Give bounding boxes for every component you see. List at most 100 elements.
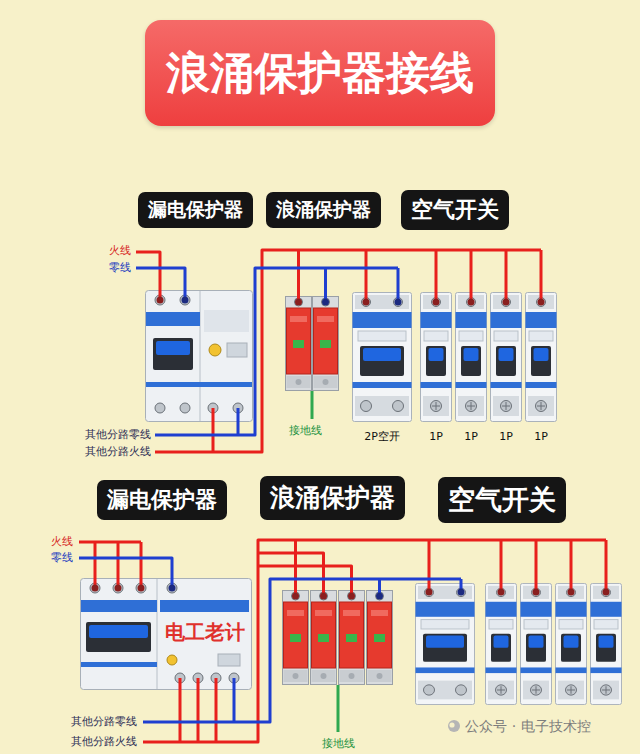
live-drop [299,250,542,302]
rcd-body [146,291,253,422]
handle-slot [86,622,151,652]
label-box: 空气开关 [438,477,566,523]
breaker-1p [491,293,522,422]
box-text: 漏电保护器 [148,198,243,222]
rcd-panel [204,310,249,332]
wire-cap [503,299,510,306]
wire-label: 其他分路火线 [85,446,151,459]
spd-module [286,297,312,391]
terminal-screw [180,295,190,305]
wire-cap [295,299,302,306]
wire-cap [498,589,505,596]
neutral-wire [136,268,185,300]
spd-module [283,591,309,685]
blue-stripe [81,662,157,667]
wire-label: 零线 [51,552,73,565]
neutral-drop [326,268,399,302]
box-text: 浪涌保护器 [276,198,371,222]
wire-label: 1P [429,431,443,444]
terminal-screw [180,403,190,413]
wire-cap [568,589,575,596]
wires [79,540,606,742]
wire-label: 接地线 [289,425,322,438]
wire-label: 火线 [51,536,73,549]
terminal-screw [90,583,100,593]
live-wire [143,540,606,742]
wire-cap [458,589,465,596]
wire-cap [426,589,433,596]
wire-label: 其他分路零线 [85,429,151,442]
wire-cap [138,585,145,592]
terminal-screw [155,295,165,305]
breaker-1p [556,583,587,704]
breaker-1p [486,583,517,704]
label-box: 浪涌保护器 [260,476,405,519]
label-box: 浪涌保护器 [266,192,381,228]
box-text: 空气开关 [411,196,499,224]
wire-label: 1P [534,431,548,444]
terminal-screw [167,583,177,593]
ground-wire [337,685,340,732]
wire-cap [433,299,440,306]
watermark: 公众号 · 电子技术控 [465,718,590,734]
breaker-1p [421,293,452,422]
wire-label: 火线 [109,245,131,258]
breaker-1p [526,293,557,422]
wire-cap [533,589,540,596]
breaker-2p [353,293,412,422]
breaker-1p [456,293,487,422]
breaker-1p [521,583,552,704]
blue-band [160,600,249,612]
terminal-screw [136,583,146,593]
terminal-screw [155,403,165,413]
rcd-body [81,579,252,690]
wire-cap [292,593,299,600]
handle [89,625,148,638]
label-box: 漏电保护器 [138,192,253,228]
indicator [227,343,247,357]
neutral-drop [380,579,462,596]
spd-module [339,591,365,685]
wire-label: 零线 [109,262,131,275]
wire-cap [395,299,402,306]
box-text: 空气开关 [448,483,556,517]
rcd-divider [157,579,158,689]
label-box: 空气开关 [401,190,509,230]
spd-module [313,297,339,391]
box-text: 漏电保护器 [107,486,217,514]
wire-cap [322,299,329,306]
live-wire [258,553,352,596]
wire-cap [320,593,327,600]
wire-cap [348,593,355,600]
rcd-device [81,579,252,690]
wire-label: 其他分路零线 [71,716,137,729]
terminal-screw [113,583,123,593]
wire-cap [115,585,122,592]
blue-band [81,600,157,612]
breaker-1p [591,583,622,704]
box-text: 浪涌保护器 [270,482,395,513]
wire-cap [603,589,610,596]
watermark-icon [449,722,454,727]
wire-cap [157,297,164,304]
spd-module [367,591,393,685]
neutral-wire [155,268,398,435]
test-button [209,344,221,356]
title-text: 浪涌保护器接线 [166,47,474,100]
blue-band [146,312,200,326]
neutral-wire [143,579,461,722]
live-wire [79,542,141,588]
wire-label: 其他分路火线 [71,736,137,749]
wire-label: 接地线 [322,738,355,751]
live-drop [296,540,607,596]
wire-cap [182,297,189,304]
brand-mark: 电工老计 [165,621,245,644]
indicator [218,654,240,666]
wire-caps [92,297,610,600]
rcd-divider [200,291,201,421]
wire-cap [169,585,176,592]
wire-label: 1P [499,431,513,444]
wire-label: 2P空开 [364,431,400,444]
breaker-2p [416,583,475,704]
